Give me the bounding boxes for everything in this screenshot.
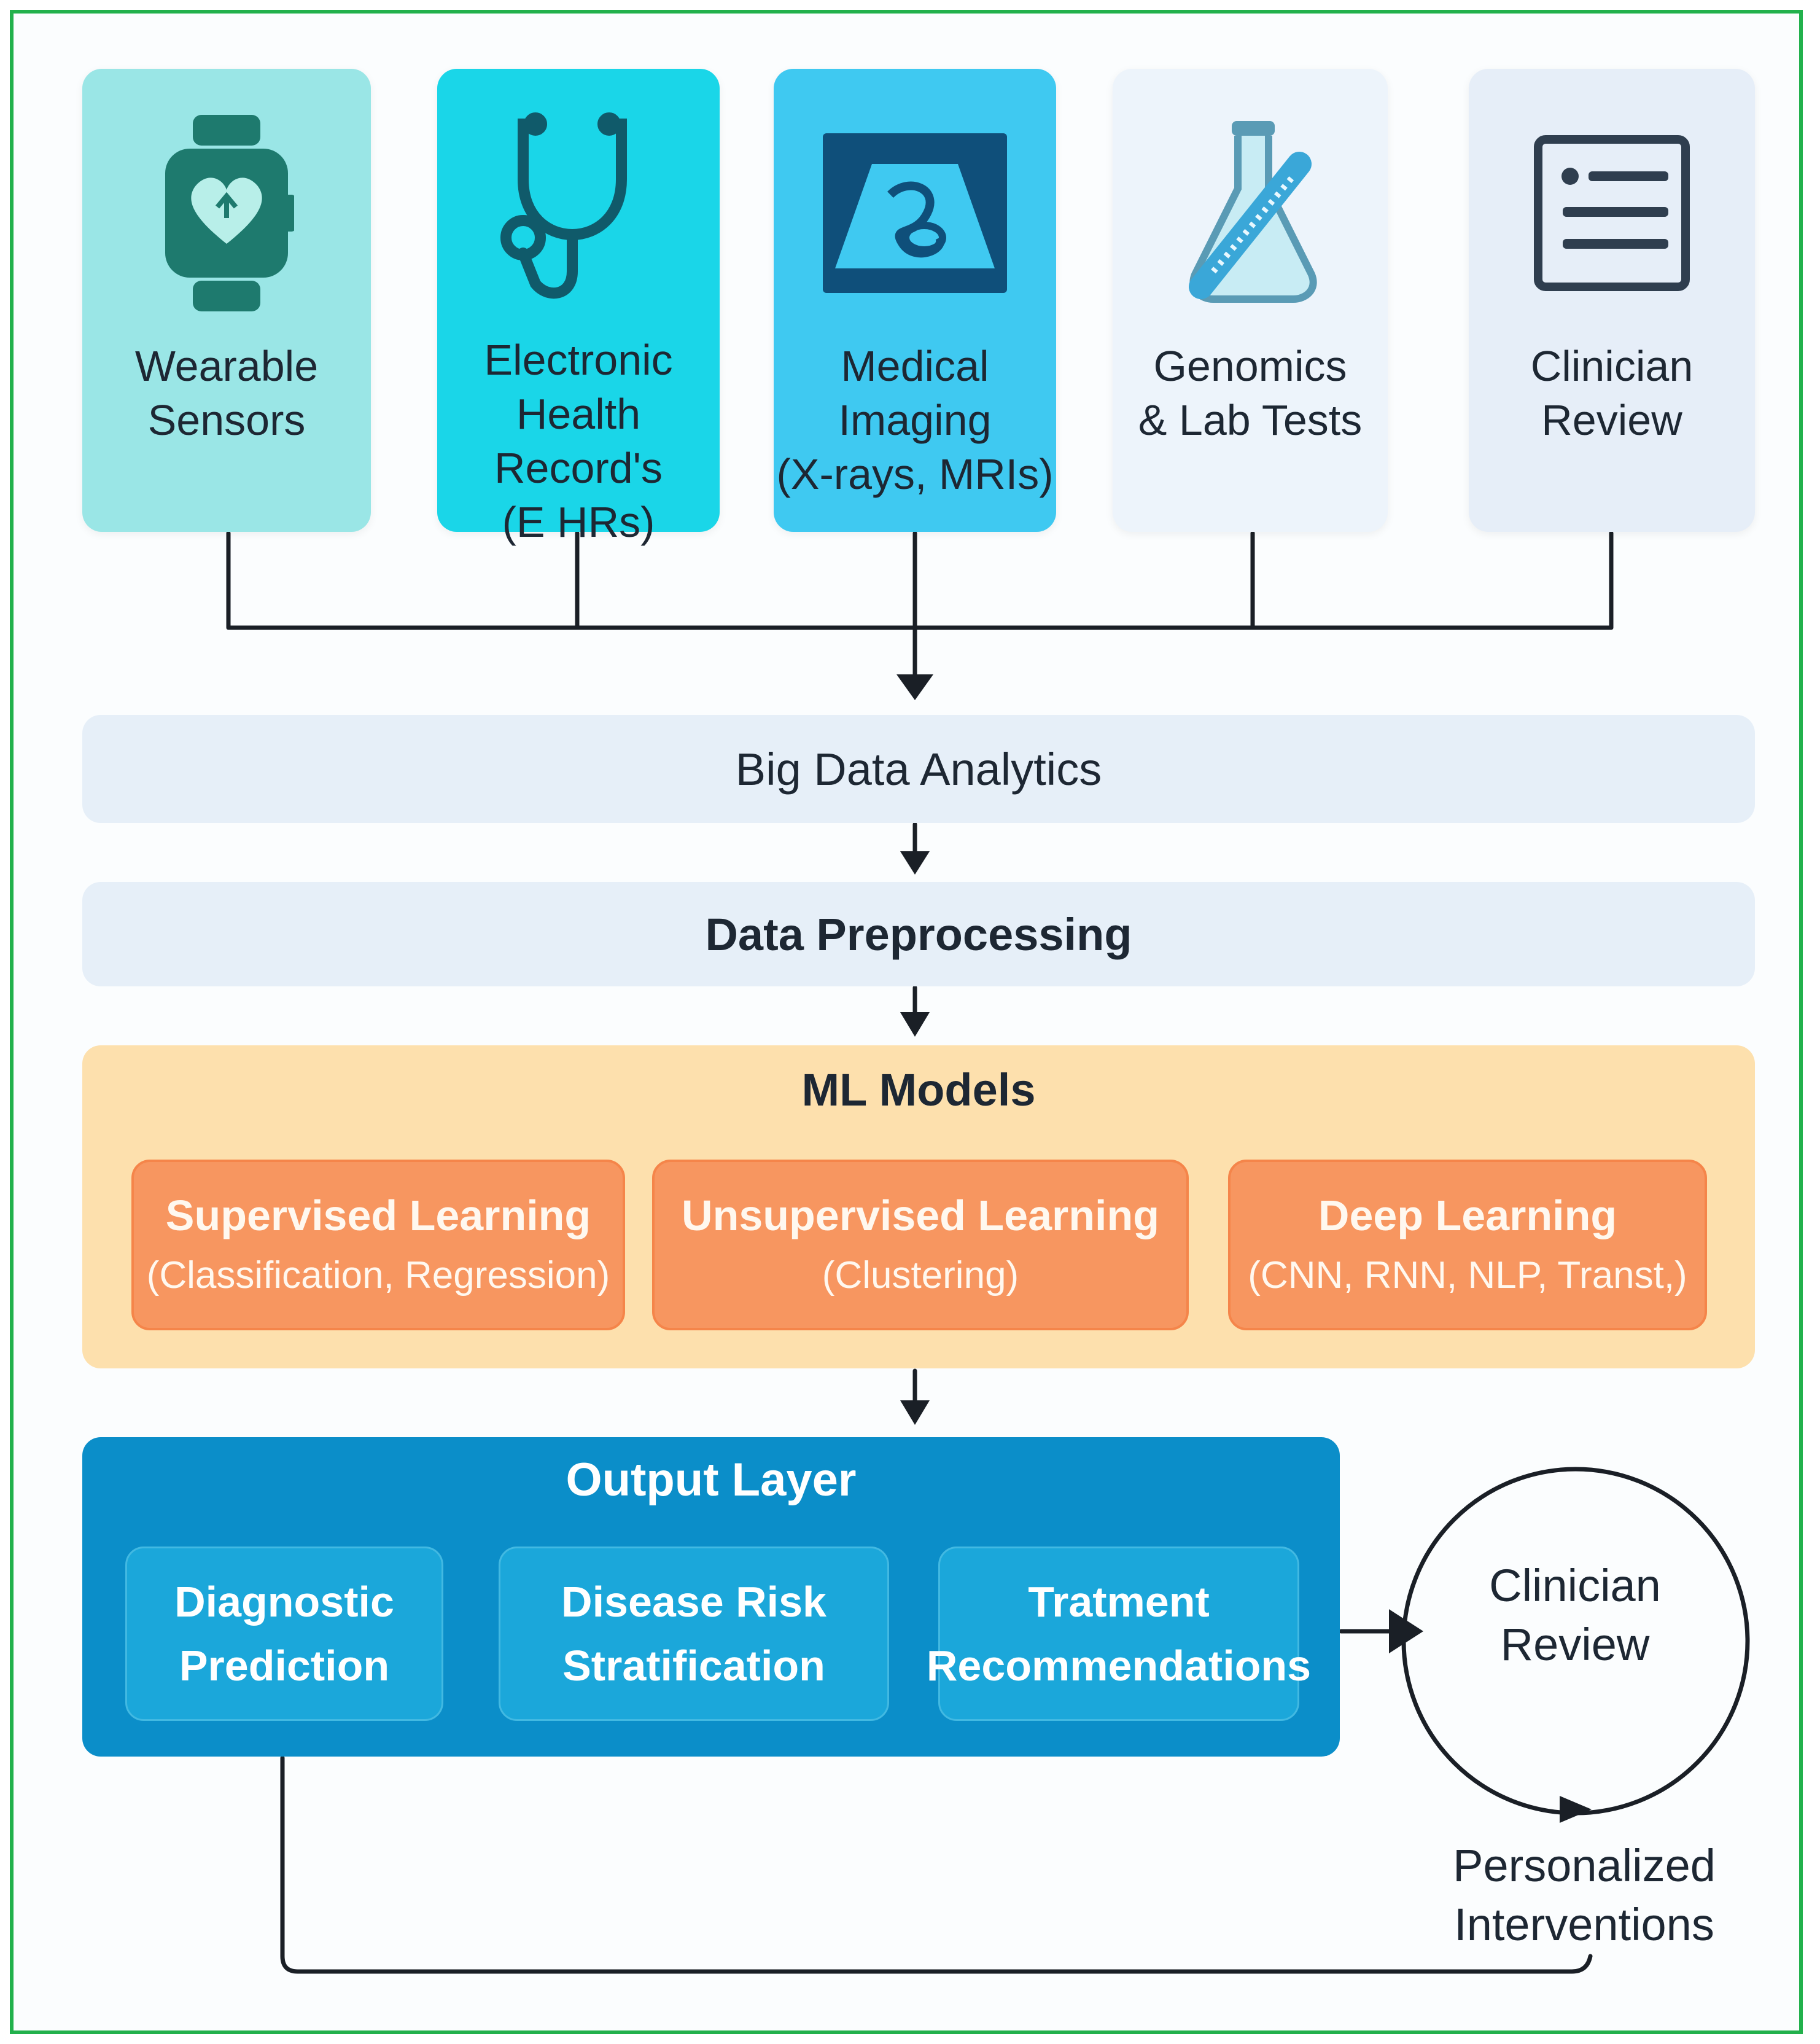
arrowhead-preproc [900, 851, 930, 875]
output-box-diagnostic-prediction: Diagnostic Prediction [125, 1547, 443, 1721]
clinician-review-loop-label: Clinician Review [1489, 1560, 1661, 1670]
personalized-interventions-label: Personalized Interventions [1453, 1840, 1716, 1950]
data-preprocessing-bar: Data Preprocessing [82, 882, 1755, 986]
source-label: Medical Imaging (X-rays, MRIs) [776, 342, 1054, 498]
ml-box-deep-learning: Deep Learning (CNN, RNN, NLP, Transt,) [1228, 1160, 1707, 1330]
source-card-clinician-review: Clinician Review [1469, 69, 1755, 532]
arrowhead-output [900, 1400, 930, 1425]
ml-box-subtitle: (Classification, Regression) [146, 1254, 610, 1297]
stethoscope-icon [499, 112, 658, 308]
arrowhead-clinician [1389, 1609, 1423, 1653]
source-label: Electronic Health Record's (E HRs) [484, 336, 673, 546]
ml-box-title: Deep Learning [1318, 1192, 1617, 1239]
source-card-genomics: Genomics & Lab Tests [1113, 69, 1388, 532]
feedback-loop-line [280, 1755, 1593, 1974]
arrowhead-ml [900, 1012, 930, 1037]
arrowhead-bigdata [896, 674, 933, 700]
smartwatch-icon [159, 112, 294, 314]
output-box-treatment-recommendations: Tratment Recommendations [927, 1547, 1311, 1721]
document-list-icon [1532, 112, 1692, 314]
flask-dna-icon [1176, 112, 1324, 314]
output-box-disease-risk: Disease Risk Stratification [499, 1547, 889, 1721]
source-card-wearable-sensors: Wearable Sensors [82, 69, 371, 532]
output-layer-title: Output Layer [566, 1454, 857, 1506]
source-label: Genomics & Lab Tests [1138, 342, 1363, 444]
ml-box-unsupervised: Unsupervised Learning (Clustering) [652, 1160, 1189, 1330]
big-data-analytics-label: Big Data Analytics [735, 743, 1102, 795]
ml-box-title: Unsupervised Learning [682, 1192, 1159, 1239]
source-label: Clinician Review [1530, 342, 1694, 444]
ml-box-subtitle: (Clustering) [822, 1254, 1019, 1297]
data-preprocessing-label: Data Preprocessing [705, 908, 1132, 960]
arrowhead-loop [1560, 1796, 1592, 1823]
ultrasound-scan-icon [817, 112, 1013, 314]
big-data-analytics-bar: Big Data Analytics [82, 715, 1755, 823]
source-card-ehr: Electronic Health Record's (E HRs) [437, 69, 720, 546]
ml-models-title: ML Models [801, 1064, 1036, 1115]
ml-box-subtitle: (CNN, RNN, NLP, Transt,) [1248, 1254, 1687, 1297]
ml-box-title: Supervised Learning [165, 1192, 591, 1239]
source-bus-line [226, 531, 1614, 630]
source-label: Wearable Sensors [134, 342, 319, 444]
ml-box-supervised: Supervised Learning (Classification, Reg… [131, 1160, 625, 1330]
source-card-medical-imaging: Medical Imaging (X-rays, MRIs) [774, 69, 1056, 532]
